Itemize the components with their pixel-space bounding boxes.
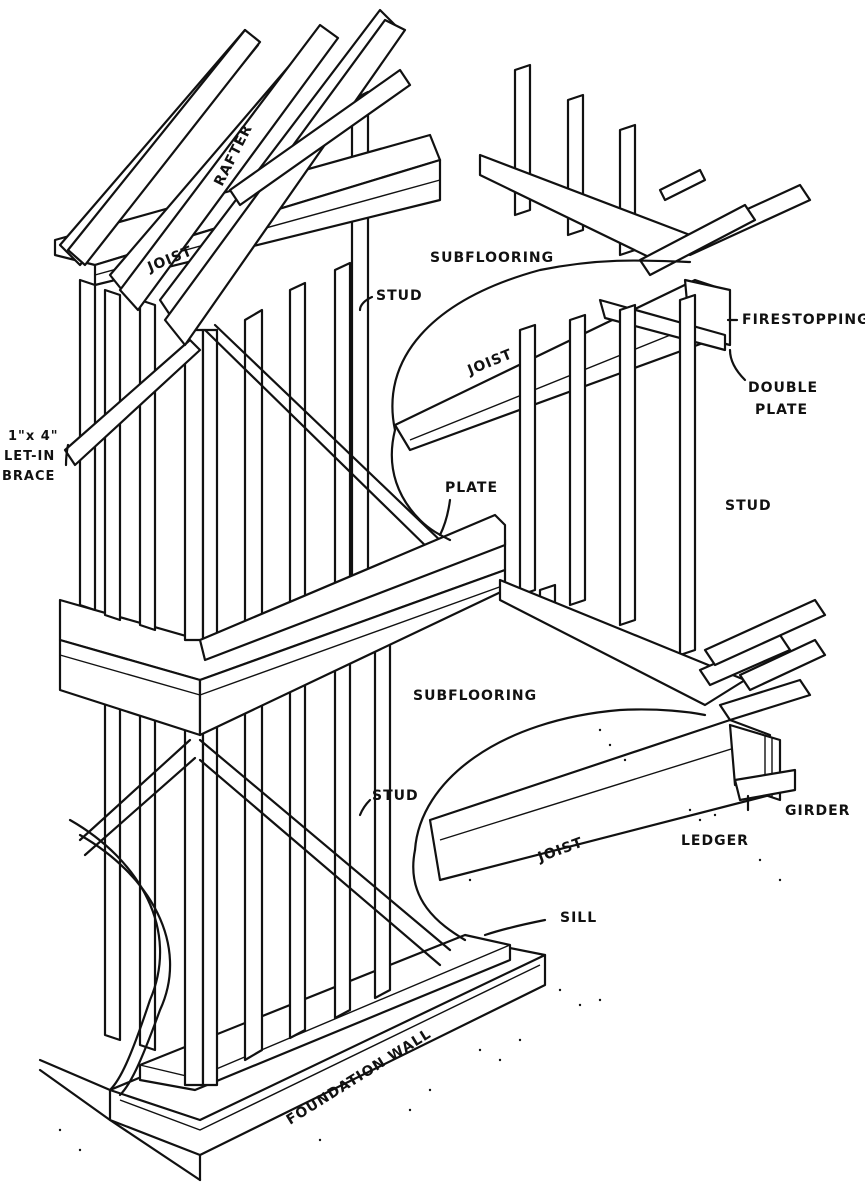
ledger-label: LEDGER (681, 833, 749, 849)
roof-framing (53, 8, 442, 347)
ground-texture (58, 728, 782, 1152)
plate-label: PLATE (445, 480, 498, 496)
labels: RAFTER JOIST SUBFLOORING STUD FIRESTOPPI… (2, 122, 865, 1129)
girder-label: GIRDER (785, 803, 850, 819)
stud-right-label: STUD (725, 498, 772, 514)
double-plate-label-1: DOUBLE (748, 380, 818, 396)
stud-lower-label: STUD (372, 788, 419, 804)
double-plate-label-2: PLATE (755, 402, 808, 418)
subflooring-lower-label: SUBFLOORING (413, 688, 537, 704)
stud-top-label: STUD (376, 288, 423, 304)
sill-label: SILL (560, 910, 597, 926)
lower-right-floor (412, 638, 827, 942)
leader-lines (64, 295, 750, 937)
floor-band (58, 538, 507, 737)
firestopping-label: FIRESTOPPING (742, 312, 865, 328)
brace-size-label: 1"x 4" (8, 429, 59, 444)
brace-label: BRACE (2, 469, 55, 484)
upper-right-wall (390, 63, 827, 707)
subflooring-top-label: SUBFLOORING (430, 250, 554, 266)
brace-type-label: LET-IN (4, 449, 55, 464)
